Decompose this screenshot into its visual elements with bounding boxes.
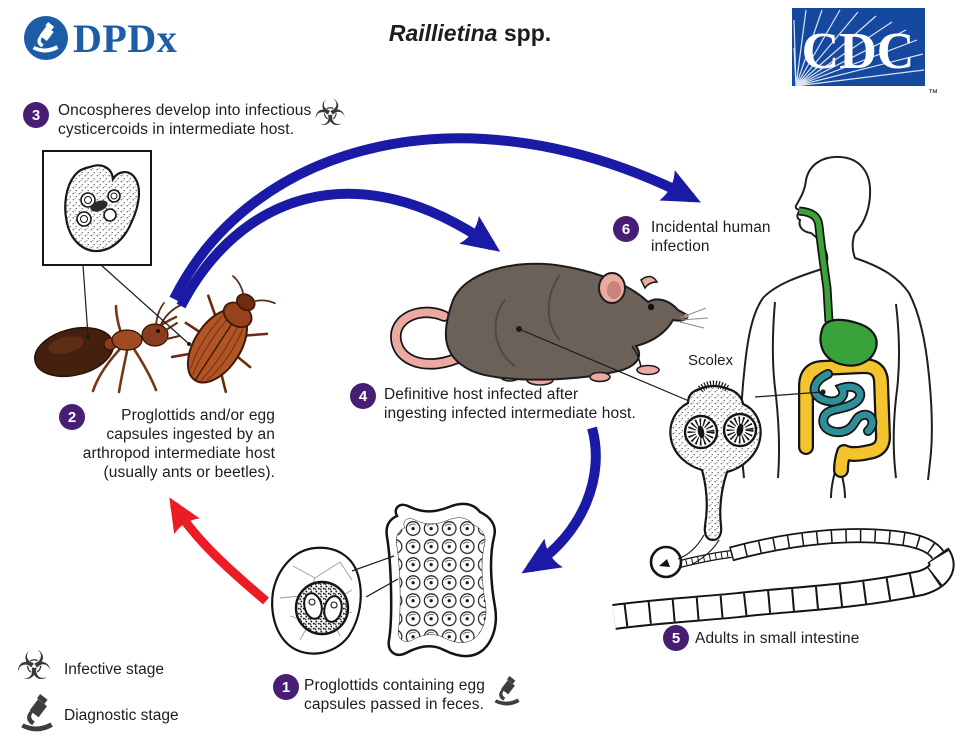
arrow-rat-to-feces [521,426,601,574]
human-illustration [739,155,933,499]
arrow-intermediate-to-rat [176,188,501,309]
step-4-label: Definitive host infected after ingesting… [384,386,636,422]
rat-illustration [390,262,709,386]
step-5-badge: 5 [663,625,689,651]
microscope-icon [18,694,56,732]
dpdx-logo-mark [24,16,68,60]
ant-illustration [34,302,182,394]
cdc-tm: ™ [928,88,938,99]
step-3-label: Oncospheres develop into infectious cyst… [58,102,312,138]
dpdx-logo: DPDx [22,14,177,62]
cysticercoid-box [42,150,152,266]
cdc-logo: CDC ™ [792,8,938,99]
scolex-illustration [669,380,762,542]
egg-capsule-illustration [271,546,362,655]
arrow-intermediate-to-human [169,133,701,302]
step-3-badge: 3 [23,102,49,128]
biohazard-icon: ☣ [16,643,52,689]
cdc-wordmark: CDC [802,23,915,80]
arrow-feces-to-arthropod [169,497,269,605]
proglottid-illustration [385,502,498,658]
legend-infective-label: Infective stage [64,661,164,678]
connector-lines [82,264,826,598]
cysticercoid-illustration [64,164,141,253]
step-5-label: Adults in small intestine [695,630,860,647]
scolex-label: Scolex [688,352,734,369]
step-2-label: Proglottids and/or egg capsules ingested… [82,407,275,481]
step-6-badge: 6 [613,216,639,242]
step-1-badge: 1 [273,674,299,700]
legend-diagnostic-label: Diagnostic stage [64,707,179,724]
cdc-logo-rays [793,9,925,87]
microscope-icon [492,676,522,706]
step-6-label: Incidental human infection [651,219,771,255]
title-suffix: spp. [503,20,552,46]
title-genus: Raillietina [388,20,498,46]
page-title: Raillietina spp. [330,20,610,47]
step-4-badge: 4 [350,383,376,409]
step-2-badge: 2 [59,404,85,430]
dpdx-wordmark: DPDx [73,15,178,61]
beetle-illustration [170,275,276,394]
biohazard-icon: ☣ [314,93,347,134]
adult-worm-illustration [612,528,955,630]
step-1-label: Proglottids containing egg capsules pass… [304,677,485,713]
